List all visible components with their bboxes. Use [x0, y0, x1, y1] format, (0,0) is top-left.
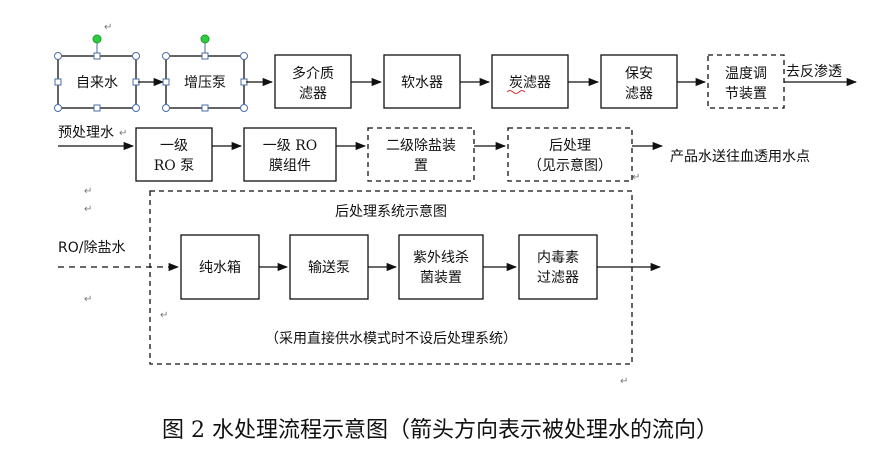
- paragraph-mark-icon: ↵: [104, 22, 112, 33]
- label-to-ro: 去反渗透: [786, 64, 842, 80]
- node-endotoxin-filter-line1: 内毒素: [537, 250, 579, 266]
- node-ro1-membrane-line1: 一级 RO: [263, 138, 317, 154]
- node-ro2-desalt-line1: 二级除盐装: [386, 138, 456, 154]
- paragraph-mark-icon: ↵: [620, 376, 628, 387]
- paragraph-mark-icon: ↵: [84, 186, 92, 197]
- node-ro1-membrane[interactable]: 一级 RO 膜组件: [243, 127, 337, 182]
- node-pure-tank-label: 纯水箱: [199, 260, 241, 276]
- node-carbon-filter-label: 炭滤器: [509, 75, 551, 91]
- node-uv-sterilizer-line1: 紫外线杀: [413, 250, 469, 266]
- resize-handle-icon[interactable]: [201, 52, 209, 60]
- node-softener-label: 软水器: [401, 75, 443, 91]
- resize-handle-icon[interactable]: [162, 104, 170, 112]
- node-tap-water-label: 自来水: [76, 75, 118, 91]
- node-post-treatment-line1: 后处理: [549, 138, 591, 154]
- resize-handle-icon[interactable]: [54, 78, 62, 86]
- node-temp-regulator-line2: 节装置: [725, 86, 767, 102]
- resize-handle-icon[interactable]: [162, 52, 170, 60]
- resize-handle-icon[interactable]: [132, 52, 140, 60]
- node-post-treatment[interactable]: 后处理 （见示意图）: [507, 127, 633, 182]
- node-uv-sterilizer[interactable]: 紫外线杀 菌装置: [398, 234, 484, 300]
- node-softener[interactable]: 软水器: [383, 54, 461, 109]
- resize-handle-icon[interactable]: [240, 52, 248, 60]
- figure-caption: 图 2 水处理流程示意图（箭头方向表示被处理水的流向）: [162, 418, 718, 443]
- paragraph-mark-icon: ↵: [84, 294, 92, 305]
- paragraph-marks: ↵ ↵ ↵ ↵ ↵ ↵ ↵: [84, 22, 640, 387]
- node-temp-regulator-line1: 温度调: [725, 66, 767, 82]
- node-tap-water[interactable]: 自来水: [57, 55, 137, 109]
- node-ro1-membrane-line2: 膜组件: [269, 158, 311, 174]
- resize-handle-icon[interactable]: [54, 52, 62, 60]
- post-system-title: 后处理系统示意图: [335, 203, 447, 220]
- resize-handle-icon[interactable]: [132, 104, 140, 112]
- node-booster-pump-label: 增压泵: [184, 75, 226, 91]
- node-ro1-pump-line2: RO 泵: [154, 158, 194, 174]
- selection-handles-booster-pump[interactable]: [162, 34, 248, 112]
- post-system-note: （采用直接供水模式时不设后处理系统）: [265, 330, 517, 347]
- rotation-handle-icon[interactable]: [200, 34, 210, 44]
- label-pretreated-water: 预处理水: [58, 125, 114, 141]
- node-uv-sterilizer-line2: 菌装置: [420, 270, 462, 286]
- paragraph-mark-icon: ↵: [84, 204, 92, 215]
- label-product-water: 产品水送往血透用水点: [670, 149, 810, 165]
- node-security-filter[interactable]: 保安 滤器: [600, 54, 678, 109]
- resize-handle-icon[interactable]: [93, 104, 101, 112]
- node-post-treatment-line2: （见示意图）: [528, 157, 612, 174]
- paragraph-mark-icon: ↵: [632, 172, 640, 183]
- label-ro-desalted-water: RO/除盐水: [58, 240, 125, 256]
- node-security-filter-line2: 滤器: [625, 86, 653, 102]
- node-carbon-filter[interactable]: 炭滤器: [491, 54, 569, 109]
- paragraph-mark-icon: ↵: [119, 128, 127, 139]
- resize-handle-icon[interactable]: [201, 104, 209, 112]
- resize-handle-icon[interactable]: [93, 52, 101, 60]
- node-booster-pump[interactable]: 增压泵: [165, 55, 245, 109]
- node-pure-tank[interactable]: 纯水箱: [180, 234, 260, 300]
- spellcheck-underline-icon: [506, 90, 526, 94]
- resize-handle-icon[interactable]: [54, 104, 62, 112]
- node-delivery-pump[interactable]: 输送泵: [289, 234, 369, 300]
- selection-handles-tap-water[interactable]: [54, 34, 140, 112]
- resize-handle-icon[interactable]: [162, 78, 170, 86]
- node-endotoxin-filter-line2: 过滤器: [537, 270, 579, 286]
- node-endotoxin-filter[interactable]: 内毒素 过滤器: [518, 234, 598, 300]
- node-delivery-pump-label: 输送泵: [308, 260, 350, 276]
- node-multimedia-filter[interactable]: 多介质 滤器: [274, 54, 352, 109]
- node-multimedia-filter-line2: 滤器: [299, 86, 327, 102]
- paragraph-mark-icon: ↵: [160, 310, 168, 321]
- resize-handle-icon[interactable]: [240, 104, 248, 112]
- node-ro2-desalt-line2: 置: [414, 158, 428, 174]
- rotation-handle-icon[interactable]: [92, 34, 102, 44]
- node-ro1-pump[interactable]: 一级 RO 泵: [135, 127, 213, 182]
- node-ro1-pump-line1: 一级: [160, 138, 188, 154]
- node-temp-regulator[interactable]: 温度调 节装置: [707, 54, 785, 109]
- node-multimedia-filter-line1: 多介质: [292, 65, 334, 82]
- node-security-filter-line1: 保安: [625, 66, 653, 82]
- node-ro2-desalt[interactable]: 二级除盐装 置: [367, 127, 475, 182]
